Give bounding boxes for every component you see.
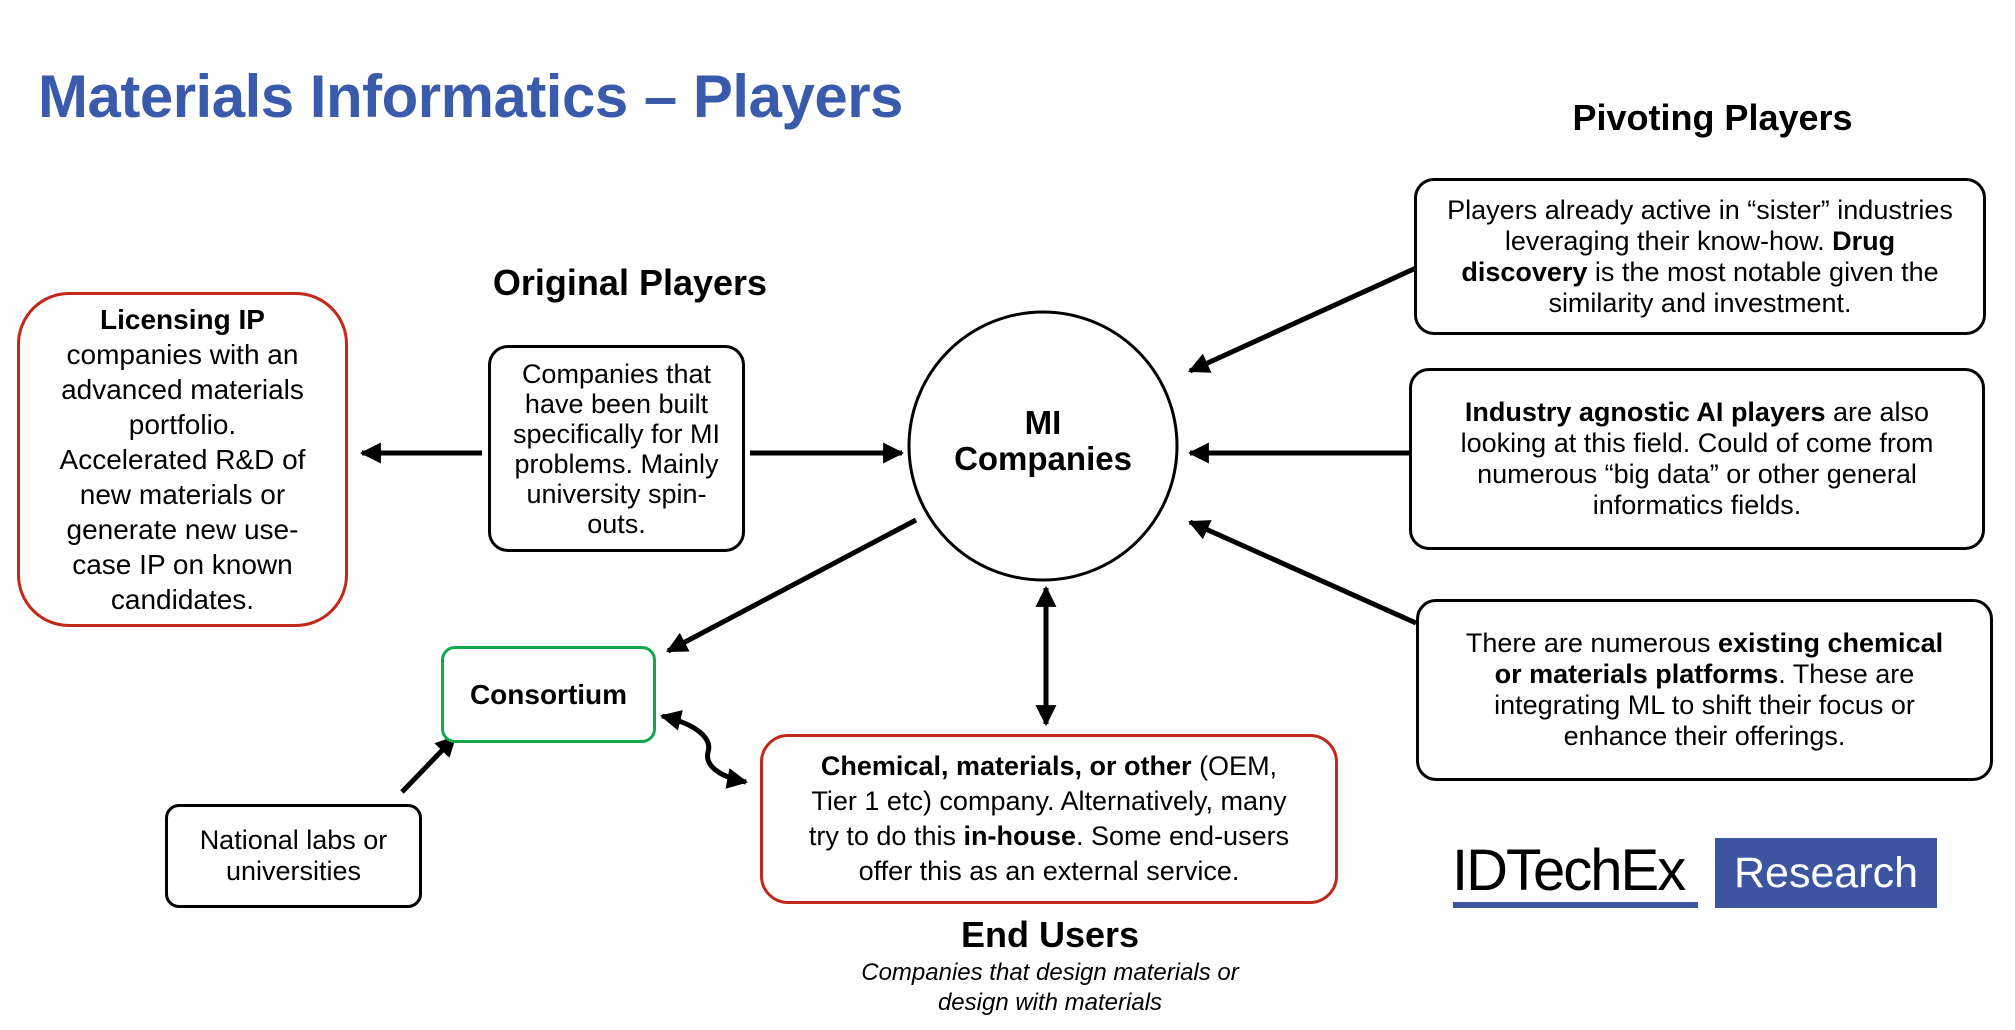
pivot2-line1b: are also [1825, 397, 1930, 427]
end-users-text-3a: try to do this [808, 821, 964, 851]
arrow-pivot1-to-mi [1188, 265, 1418, 374]
pivot3-line3: integrating ML to shift their focus or [1494, 690, 1915, 720]
original-players-box[interactable]: Companies that have been built specifica… [488, 345, 745, 552]
slide-title: Materials Informatics – Players [38, 63, 903, 130]
licensing-ip-line: Accelerated R&D of [59, 444, 306, 475]
end-users-line-4: offer this as an external service. [858, 856, 1240, 886]
original-box-line: outs. [587, 508, 646, 539]
pivot1-line3a: discovery [1461, 256, 1588, 287]
heading-end-users: End Users [960, 914, 1140, 955]
logo-research: Research [1715, 838, 1937, 908]
national-labs-line: universities [225, 856, 362, 886]
logo-brand: IDTechEx [1452, 838, 1686, 903]
end-users-bold-3: in-house [963, 821, 1076, 851]
licensing-ip-line: candidates. [110, 584, 255, 615]
pivot3-line1a: There are numerous [1465, 628, 1718, 658]
arrow-consortium-end-users [659, 710, 749, 789]
licensing-ip-box[interactable]: Licensing IP companies with an advanced … [17, 292, 348, 627]
arrow-pivot3-to-mi [1188, 519, 1418, 626]
consortium-box[interactable]: Consortium [441, 646, 656, 743]
national-labs-box[interactable]: National labs or universities [165, 804, 422, 908]
consortium-label: Consortium [469, 679, 628, 710]
arrow-labs-to-consortium [400, 735, 457, 794]
end-users-subtitle-line: Companies that design materials or [861, 959, 1239, 986]
pivot1-line4: similarity and investment. [1548, 287, 1852, 318]
pivot2-line4: informatics fields. [1592, 490, 1802, 520]
licensing-ip-line: generate new use- [66, 514, 299, 545]
heading-original-players: Original Players [492, 262, 768, 303]
pivot2-line2: looking at this field. Could of come fro… [1460, 428, 1934, 458]
pivot3-line4: enhance their offerings. [1563, 721, 1846, 751]
original-box-line: specifically for MI [512, 418, 721, 449]
mi-companies-label: MI Companies [909, 405, 1177, 477]
end-users-box[interactable]: Chemical, materials, or other (OEM, Tier… [760, 734, 1338, 904]
pivot2-line3: numerous “big data” or other general [1477, 459, 1917, 489]
licensing-ip-line: case IP on known [72, 549, 293, 580]
end-users-line-2: Tier 1 etc) company. Alternatively, many [811, 786, 1287, 816]
original-box-line: have been built [524, 388, 709, 419]
idtechex-logo: IDTechEx Research [1450, 838, 1940, 910]
end-users-subtitle: Companies that design materials or desig… [805, 958, 1295, 1018]
licensing-ip-line: portfolio. [128, 409, 237, 440]
national-labs-line: National labs or [199, 825, 388, 855]
heading-pivoting-players: Pivoting Players [1572, 97, 1853, 138]
original-box-line: problems. Mainly [514, 448, 719, 479]
end-users-subtitle-line: design with materials [937, 989, 1163, 1016]
licensing-ip-line: companies with an [66, 339, 299, 370]
logo-underline [1453, 902, 1698, 908]
licensing-ip-line: advanced materials [61, 374, 304, 405]
licensing-ip-line: new materials or [79, 479, 286, 510]
pivot-box-ai-players[interactable]: Industry agnostic AI players are also lo… [1409, 368, 1985, 550]
pivot-box-chemical-platforms[interactable]: There are numerous existing chemical or … [1416, 599, 1993, 781]
mi-companies-line1: MI [1024, 404, 1062, 441]
end-users-text-3b: . Some end-users [1075, 821, 1290, 851]
licensing-ip-heading: Licensing IP [100, 304, 265, 335]
end-users-text-1: (OEM, [1191, 751, 1278, 781]
pivot1-line2a: leveraging their know-how. [1504, 225, 1833, 256]
pivot2-line1a: Industry agnostic AI players [1464, 397, 1826, 427]
pivot1-line1: Players already active in “sister” indus… [1447, 194, 1953, 225]
pivot3-line2a: or materials platforms [1494, 659, 1779, 689]
pivot-box-sister-industries[interactable]: Players already active in “sister” indus… [1414, 178, 1986, 335]
mi-companies-line2: Companies [954, 440, 1132, 477]
pivot1-line2b: Drug [1832, 225, 1896, 256]
original-box-line: Companies that [521, 358, 712, 389]
pivot3-line1b: existing chemical [1718, 628, 1944, 658]
pivot3-line2b: . These are [1778, 659, 1915, 689]
original-box-line: university spin- [526, 478, 707, 509]
end-users-bold-1: Chemical, materials, or other [820, 751, 1192, 781]
pivot1-line3b: is the most notable given the [1587, 256, 1939, 287]
